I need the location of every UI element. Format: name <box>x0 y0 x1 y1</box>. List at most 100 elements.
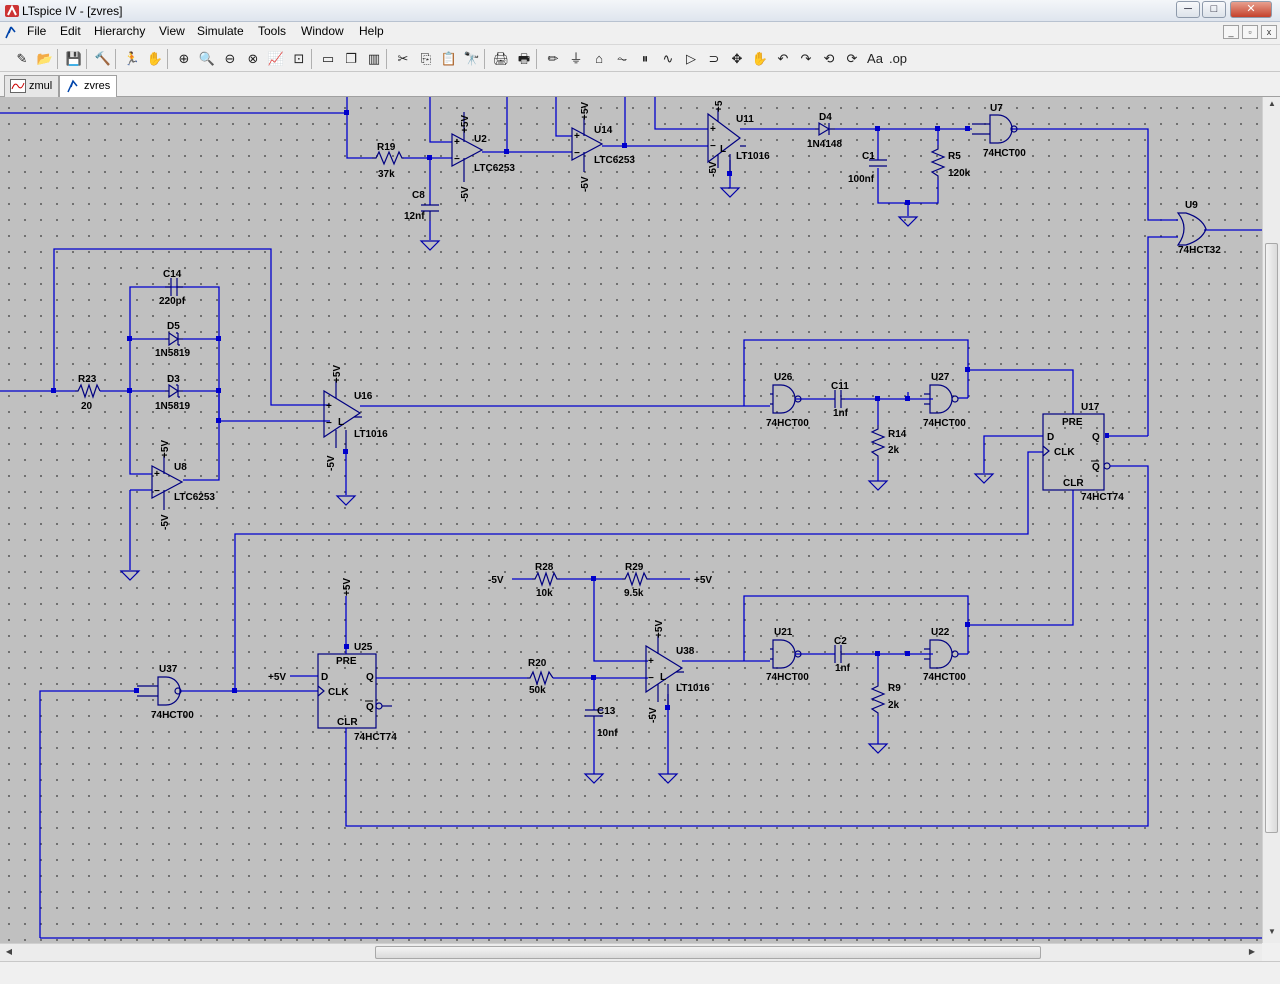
rotate-icon[interactable]: ⟲ <box>823 51 835 66</box>
mdi-close-button[interactable]: x <box>1261 25 1277 39</box>
cascade-icon[interactable]: ❐ <box>345 51 357 66</box>
print-setup-icon[interactable]: 🖨 <box>492 51 510 66</box>
ground-icon[interactable]: ⏚ <box>569 51 583 66</box>
svg-text:U11: U11 <box>736 114 754 125</box>
scroll-up-icon[interactable]: ▲ <box>1268 99 1276 108</box>
minimize-button[interactable]: ─ <box>1176 1 1200 18</box>
mdi-minimize-button[interactable]: _ <box>1223 25 1239 39</box>
svg-text:U25: U25 <box>354 642 373 653</box>
svg-text:−: − <box>454 154 460 165</box>
copy-icon[interactable]: ⎘ <box>420 51 432 66</box>
capacitor-c11 <box>834 390 845 408</box>
svg-text:U27: U27 <box>931 372 950 383</box>
scroll-left-icon[interactable]: ◀ <box>5 947 13 956</box>
ground-symbol <box>974 473 994 484</box>
svg-text:Q: Q <box>1092 432 1100 443</box>
autorange-icon[interactable]: 📈 <box>267 51 285 66</box>
svg-text:R23: R23 <box>78 374 97 385</box>
spice-directive-icon[interactable]: .op <box>888 51 908 66</box>
svg-text:−: − <box>154 486 160 497</box>
menu-file[interactable]: File <box>27 24 47 38</box>
dff-u17 <box>1042 413 1105 491</box>
horizontal-scrollbar[interactable]: ◀ ▶ <box>0 943 1262 961</box>
svg-text:-5V: -5V <box>460 186 471 202</box>
svg-text:-5V: -5V <box>648 707 659 723</box>
svg-text:+: + <box>710 124 716 135</box>
zoom-fit-icon[interactable]: ⊡ <box>293 51 305 66</box>
svg-text:10nf: 10nf <box>597 728 618 739</box>
resistor-r20 <box>527 670 554 686</box>
open-icon[interactable]: 📂 <box>36 51 54 66</box>
tile-vertical-icon[interactable]: ▥ <box>367 51 381 66</box>
move-icon[interactable]: ✥ <box>731 51 743 66</box>
schematic-canvas[interactable]: +− +− +− +− +− +− R19 37k C8 12nf U2 LTC… <box>0 97 1262 943</box>
resistor-r19 <box>372 150 404 166</box>
label-icon[interactable]: ⌂ <box>595 51 603 66</box>
svg-text:D3: D3 <box>167 374 180 385</box>
resistor-icon[interactable]: ⏦ <box>616 51 628 66</box>
diode-icon[interactable]: ▷ <box>686 51 696 66</box>
zoom-cancel-icon[interactable]: ⊗ <box>247 51 259 66</box>
svg-text:U16: U16 <box>354 391 373 402</box>
svg-text:74HCT00: 74HCT00 <box>151 710 194 721</box>
scroll-down-icon[interactable]: ▼ <box>1268 927 1276 936</box>
undo-icon[interactable]: ↶ <box>777 51 789 66</box>
toolbar-separator <box>484 49 485 69</box>
menu-help[interactable]: Help <box>359 24 384 38</box>
capacitor-c1 <box>869 159 887 167</box>
nand-u7 <box>989 114 1013 144</box>
flip-flops <box>317 413 1111 729</box>
horizontal-scroll-thumb[interactable] <box>375 946 1041 959</box>
paste-icon[interactable]: 📋 <box>440 51 458 66</box>
find-icon[interactable]: 🔭 <box>463 51 481 66</box>
zoom-out-icon[interactable]: ⊖ <box>224 51 236 66</box>
inductor-icon[interactable]: ∿ <box>662 51 674 66</box>
drag-icon[interactable]: ✋ <box>751 51 769 66</box>
mdi-restore-button[interactable]: ▫ <box>1242 25 1258 39</box>
close-button[interactable]: ✕ <box>1230 1 1272 18</box>
components <box>75 121 946 720</box>
mirror-icon[interactable]: ⟳ <box>846 51 858 66</box>
maximize-button[interactable]: □ <box>1202 1 1226 18</box>
vertical-scrollbar[interactable]: ▲ ▼ <box>1262 97 1280 943</box>
menu-hierarchy[interactable]: Hierarchy <box>94 24 146 38</box>
svg-text:−: − <box>326 418 332 429</box>
redo-icon[interactable]: ↷ <box>800 51 812 66</box>
menu-view[interactable]: View <box>159 24 185 38</box>
zoom-in-icon[interactable]: ⊕ <box>178 51 190 66</box>
halt-icon[interactable]: ✋ <box>146 51 164 66</box>
opamp-u14 <box>571 127 604 161</box>
cut-icon[interactable]: ✂ <box>397 51 409 66</box>
new-schematic-icon[interactable]: ✎ <box>16 51 28 66</box>
junctions <box>51 110 1109 710</box>
diode-d5 <box>165 331 183 347</box>
scroll-right-icon[interactable]: ▶ <box>1248 947 1256 956</box>
svg-text:+5V: +5V <box>342 578 353 596</box>
control-panel-icon[interactable]: 🔨 <box>94 51 112 66</box>
menu-window[interactable]: Window <box>301 24 344 38</box>
toolbar-separator <box>536 49 537 69</box>
tab-zvres[interactable]: zvres <box>59 75 117 98</box>
text-icon[interactable]: Aa <box>867 51 883 66</box>
svg-text:LTC6253: LTC6253 <box>594 155 635 166</box>
vertical-scroll-thumb[interactable] <box>1265 243 1278 833</box>
capacitor-icon[interactable]: ⏸ <box>641 51 649 66</box>
tab-zmul[interactable]: zmul <box>4 75 59 97</box>
print-icon[interactable]: 🖶 <box>517 51 531 66</box>
save-icon[interactable]: 💾 <box>65 51 83 66</box>
zoom-pan-icon[interactable]: 🔍 <box>198 51 216 66</box>
menu-simulate[interactable]: Simulate <box>197 24 244 38</box>
svg-text:12nf: 12nf <box>404 211 425 222</box>
draw-wire-icon[interactable]: ✏ <box>547 51 559 66</box>
tile-horizontal-icon[interactable]: ▭ <box>321 51 335 66</box>
component-icon[interactable]: ⊃ <box>708 51 720 66</box>
run-icon[interactable]: 🏃 <box>123 51 141 66</box>
schematic-doc-icon[interactable] <box>3 24 19 40</box>
menu-edit[interactable]: Edit <box>60 24 81 38</box>
svg-text:Q: Q <box>366 702 374 713</box>
tab-label: zmul <box>29 80 53 92</box>
toolbar-separator <box>167 49 168 69</box>
svg-text:74HCT00: 74HCT00 <box>766 672 809 683</box>
menu-tools[interactable]: Tools <box>258 24 287 38</box>
svg-text:C8: C8 <box>412 190 425 201</box>
